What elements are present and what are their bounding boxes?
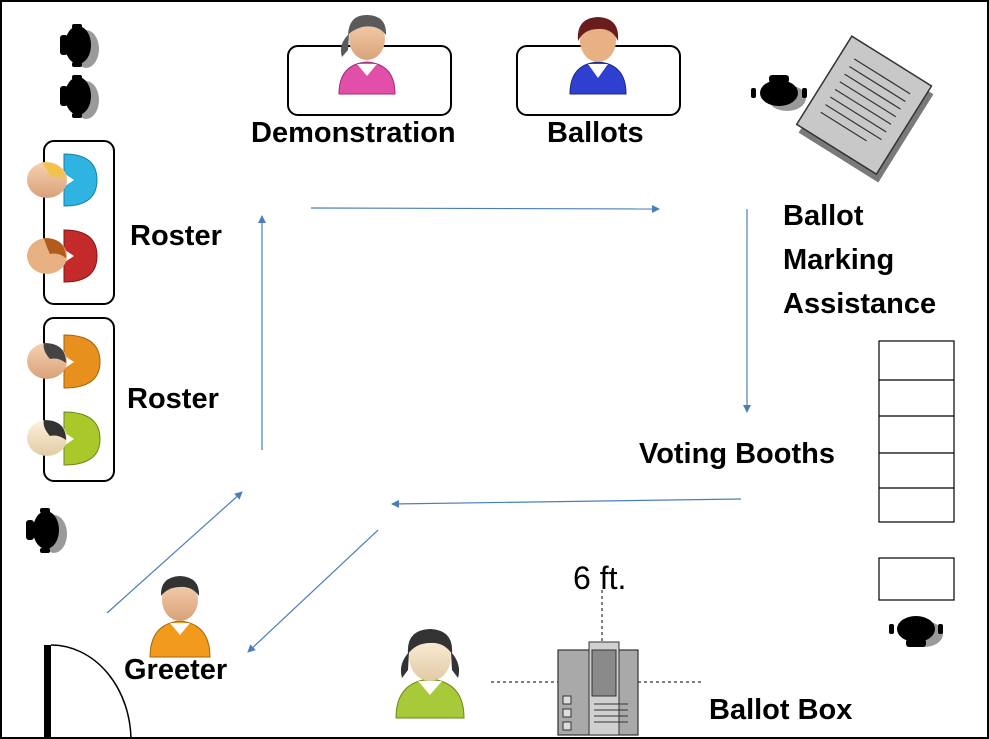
chair-icon <box>60 24 99 68</box>
chair-icon <box>889 616 943 647</box>
chair-icons <box>26 24 943 647</box>
demonstration-label: Demonstration <box>251 117 456 149</box>
ballot-box-icon <box>557 641 639 736</box>
document-icon <box>795 35 934 183</box>
person-icon <box>27 334 101 389</box>
ballot-marking-assistance-line1: Ballot <box>783 200 864 232</box>
roster-label-bottom: Roster <box>127 383 219 415</box>
flow-arrows <box>106 204 751 653</box>
person-icon <box>27 229 98 283</box>
person-icon <box>395 629 465 719</box>
greeter-label: Greeter <box>124 654 228 686</box>
chair-icon <box>60 75 99 119</box>
voting-booth-icon <box>878 340 955 601</box>
person-icon <box>27 411 101 466</box>
person-icon <box>569 17 627 95</box>
arrow-from-entrance <box>106 491 243 614</box>
arrow-to-exit <box>247 529 379 653</box>
arrow-from-booths <box>391 498 742 508</box>
voting-booths-label: Voting Booths <box>639 438 835 470</box>
chair-icon <box>26 508 67 553</box>
ballots-label: Ballots <box>547 117 644 149</box>
distance-label: 6 ft. <box>573 560 627 596</box>
ballot-marking-assistance-line3: Assistance <box>783 288 937 320</box>
distance-lines <box>491 590 704 683</box>
ballot-box-label: Ballot Box <box>709 694 853 726</box>
person-icon <box>27 153 98 207</box>
chair-icon <box>751 75 807 111</box>
ballot-marking-assistance-line2: Marking <box>783 244 895 276</box>
arrow-to-ballots <box>310 204 660 213</box>
person-icon <box>149 576 211 658</box>
roster-label-top: Roster <box>130 220 222 252</box>
door-icon <box>44 644 132 737</box>
person-icon <box>338 14 396 95</box>
